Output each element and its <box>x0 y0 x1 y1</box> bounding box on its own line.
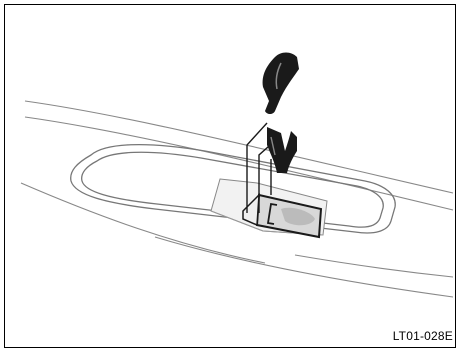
illustration-frame: LT01-028E <box>4 4 456 348</box>
window-lock-switch-illustration <box>5 5 457 349</box>
pull-up-hand-icon <box>263 53 299 115</box>
figure-code: LT01-028E <box>393 329 453 343</box>
